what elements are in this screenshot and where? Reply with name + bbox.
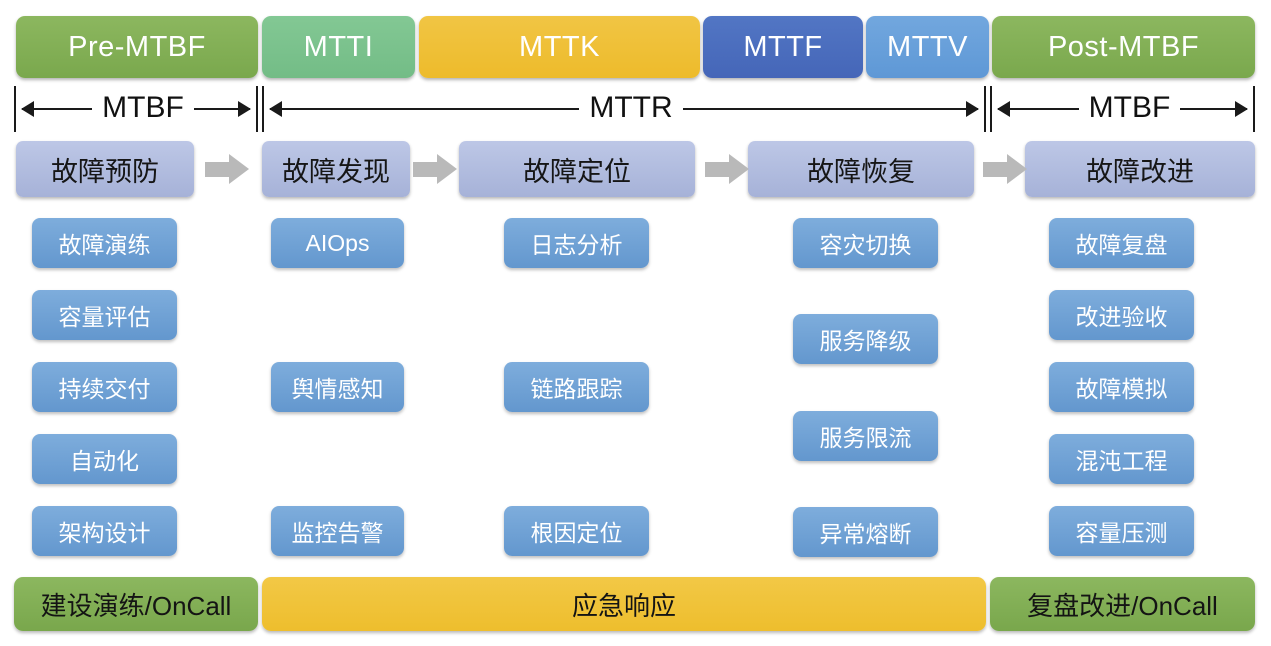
- metric-bar-mttk[interactable]: MTTK: [419, 16, 700, 78]
- span-label: MTBF: [14, 80, 272, 136]
- metric-bar-label: MTTF: [743, 30, 823, 63]
- practice-chip-label: 故障演练: [58, 232, 151, 258]
- metric-bar-mtti[interactable]: MTTI: [262, 16, 415, 78]
- practice-chip-label: 故障模拟: [1075, 376, 1168, 402]
- practice-chip-label: 故障复盘: [1075, 232, 1168, 258]
- span-label-text: MTBF: [92, 91, 194, 124]
- span-label: MTBF: [990, 80, 1269, 136]
- phase-box-label: 故障预防: [51, 156, 159, 187]
- span-mtbf-2: MTBF: [990, 80, 1255, 136]
- span-label-text: MTTR: [579, 91, 683, 124]
- phase-box-label: 故障发现: [282, 156, 390, 187]
- metric-bar-mttv[interactable]: MTTV: [866, 16, 989, 78]
- span-mtbf-0: MTBF: [14, 80, 258, 136]
- practice-chip-label: 容量压测: [1075, 520, 1168, 546]
- practice-chip-label: 架构设计: [58, 520, 151, 546]
- phase-box-2[interactable]: 故障定位: [459, 141, 695, 197]
- phase-box-0[interactable]: 故障预防: [16, 141, 194, 197]
- practice-chip-label: 链路跟踪: [530, 376, 623, 402]
- metric-bar-pre-mtbf[interactable]: Pre-MTBF: [16, 16, 258, 78]
- metric-bar-label: MTTK: [519, 30, 600, 63]
- practice-chip[interactable]: 异常熔断: [793, 507, 938, 557]
- phase-box-label: 故障定位: [523, 156, 631, 187]
- span-label: MTTR: [262, 80, 1000, 136]
- practice-chip-label: 持续交付: [58, 376, 151, 402]
- phase-box-label: 故障恢复: [807, 156, 915, 187]
- phase-box-1[interactable]: 故障发现: [262, 141, 410, 197]
- practice-chip[interactable]: 故障复盘: [1049, 218, 1194, 268]
- practice-chip-label: 根因定位: [530, 520, 623, 546]
- practice-chip-label: 容量评估: [58, 304, 151, 330]
- practice-chip[interactable]: 容量压测: [1049, 506, 1194, 556]
- practice-chip[interactable]: AIOps: [271, 218, 404, 268]
- phase-box-label: 故障改进: [1086, 156, 1194, 187]
- footer-bar-1[interactable]: 应急响应: [262, 577, 986, 631]
- practice-chip[interactable]: 持续交付: [32, 362, 177, 412]
- metric-bar-label: MTTV: [887, 30, 968, 63]
- metric-bar-mttf[interactable]: MTTF: [703, 16, 863, 78]
- phase-box-3[interactable]: 故障恢复: [748, 141, 974, 197]
- footer-bar-2[interactable]: 复盘改进/OnCall: [990, 577, 1255, 631]
- practice-chip[interactable]: 自动化: [32, 434, 177, 484]
- arrow-location-to-recovery: [705, 154, 749, 184]
- practice-chip[interactable]: 服务限流: [793, 411, 938, 461]
- practice-chip[interactable]: 混沌工程: [1049, 434, 1194, 484]
- footer-bar-label: 复盘改进/OnCall: [1027, 590, 1218, 621]
- practice-chip[interactable]: 链路跟踪: [504, 362, 649, 412]
- practice-chip[interactable]: 服务降级: [793, 314, 938, 364]
- arrow-prevention-to-detection: [205, 154, 249, 184]
- footer-bar-label: 建设演练/OnCall: [40, 590, 232, 621]
- practice-chip[interactable]: 舆情感知: [271, 362, 404, 412]
- arrow-recovery-to-improvement: [983, 154, 1027, 184]
- practice-chip[interactable]: 根因定位: [504, 506, 649, 556]
- practice-chip-label: 服务限流: [819, 425, 912, 451]
- metric-bar-label: MTTI: [303, 30, 374, 63]
- footer-bar-0[interactable]: 建设演练/OnCall: [14, 577, 258, 631]
- practice-chip-label: 日志分析: [530, 232, 623, 258]
- footer-bar-label: 应急响应: [571, 590, 676, 621]
- practice-chip[interactable]: 架构设计: [32, 506, 177, 556]
- practice-chip-label: 异常熔断: [819, 521, 912, 547]
- metric-bar-post-mtbf[interactable]: Post-MTBF: [992, 16, 1255, 78]
- practice-chip-label: 容灾切换: [819, 232, 912, 258]
- metric-bar-label: Pre-MTBF: [68, 30, 206, 63]
- practice-chip-label: 改进验收: [1075, 304, 1168, 330]
- arrow-detection-to-location: [413, 154, 457, 184]
- practice-chip-label: 舆情感知: [291, 376, 384, 402]
- phase-box-4[interactable]: 故障改进: [1025, 141, 1255, 197]
- practice-chip[interactable]: 改进验收: [1049, 290, 1194, 340]
- practice-chip[interactable]: 容灾切换: [793, 218, 938, 268]
- span-label-text: MTBF: [1078, 91, 1181, 124]
- practice-chip-label: AIOps: [305, 229, 370, 256]
- practice-chip-label: 监控告警: [291, 520, 384, 546]
- practice-chip[interactable]: 监控告警: [271, 506, 404, 556]
- metric-bar-label: Post-MTBF: [1047, 30, 1200, 63]
- practice-chip-label: 混沌工程: [1075, 448, 1168, 474]
- practice-chip-label: 服务降级: [819, 328, 912, 354]
- practice-chip[interactable]: 日志分析: [504, 218, 649, 268]
- practice-chip[interactable]: 容量评估: [32, 290, 177, 340]
- mtbf-mttr-span-row: MTBF MTTR MTBF: [0, 80, 1271, 136]
- practice-chip[interactable]: 故障演练: [32, 218, 177, 268]
- practice-chip[interactable]: 故障模拟: [1049, 362, 1194, 412]
- practice-chip-label: 自动化: [70, 448, 139, 474]
- span-mttr-1: MTTR: [262, 80, 986, 136]
